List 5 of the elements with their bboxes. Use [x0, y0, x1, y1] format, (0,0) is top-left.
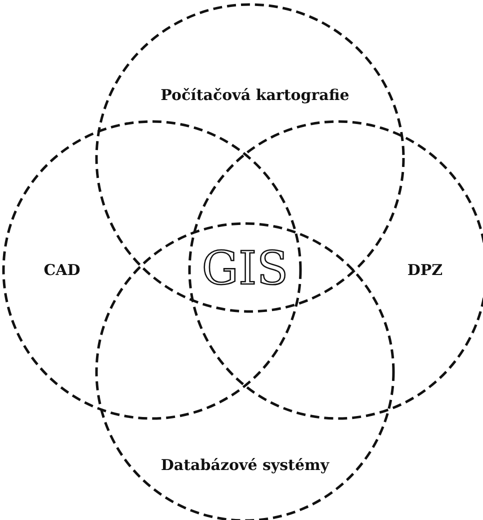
set-label: DPZ: [407, 261, 443, 279]
set-label: Databázové systémy: [160, 456, 330, 474]
center-label: GIS: [202, 241, 288, 295]
set-label: Počítačová kartografie: [160, 86, 350, 104]
set-label: CAD: [44, 261, 80, 279]
